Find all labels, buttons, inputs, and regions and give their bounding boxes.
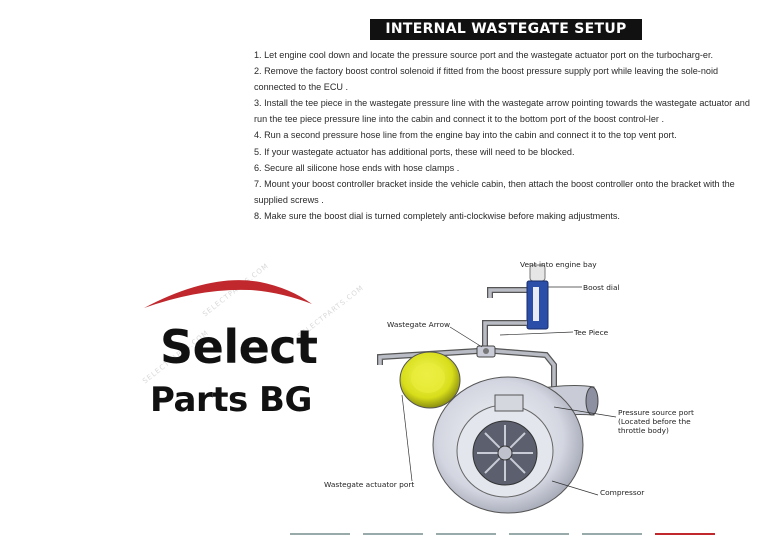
instruction-step: 7. Mount your boost controller bracket i…	[254, 178, 735, 205]
instruction-step: 2. Remove the factory boost control sole…	[254, 66, 719, 93]
instruction-step: 1. Let engine cool down and locate the p…	[254, 50, 714, 60]
label-compressor: Compressor	[600, 488, 645, 497]
label-pressure-source-port: Pressure source port	[618, 408, 694, 417]
instruction-step: 6. Secure all silicone hose ends with ho…	[254, 162, 460, 173]
logo-text-select: Select	[160, 320, 318, 374]
label-pressure-source-note: (Located before the	[618, 417, 691, 426]
label-wastegate-arrow: Wastegate Arrow	[387, 320, 451, 329]
label-boost-dial: Boost dial	[583, 283, 620, 292]
brand-logo: SELECTPARTS.COM SELECTPARTS.COM SELECTPA…	[140, 262, 365, 430]
bottom-tab[interactable]	[290, 533, 350, 535]
instruction-step: 5. If your wastegate actuator has additi…	[254, 146, 575, 157]
instruction-step: 8. Make sure the boost dial is turned co…	[254, 210, 620, 221]
bottom-tab[interactable]	[509, 533, 569, 535]
turbo-illustration	[377, 264, 617, 514]
bottom-tab[interactable]	[363, 533, 423, 535]
instructions-list: 1. Let engine cool down and locate the p…	[254, 47, 754, 224]
instruction-step: 4. Run a second pressure hose line from …	[254, 130, 677, 141]
label-tee-piece: Tee Piece	[574, 328, 609, 337]
logo-swoosh-icon	[144, 280, 312, 308]
bottom-tab[interactable]	[436, 533, 496, 535]
label-wastegate-actuator-port: Wastegate actuator port	[324, 480, 415, 489]
wastegate-diagram: Vent into engine bay Boost dial Wastegat…	[300, 255, 769, 535]
label-pressure-source-note: throttle body)	[618, 426, 669, 435]
bottom-tab[interactable]	[582, 533, 642, 535]
bottom-tab-active[interactable]	[655, 533, 715, 535]
logo-text-parts-bg: Parts BG	[150, 380, 312, 420]
bottom-tab-strip	[0, 531, 769, 535]
page-title: INTERNAL WASTEGATE SETUP	[370, 19, 642, 40]
instruction-step: 3. Install the tee piece in the wastegat…	[254, 98, 750, 125]
label-vent-into-engine-bay: Vent into engine bay	[520, 260, 597, 269]
